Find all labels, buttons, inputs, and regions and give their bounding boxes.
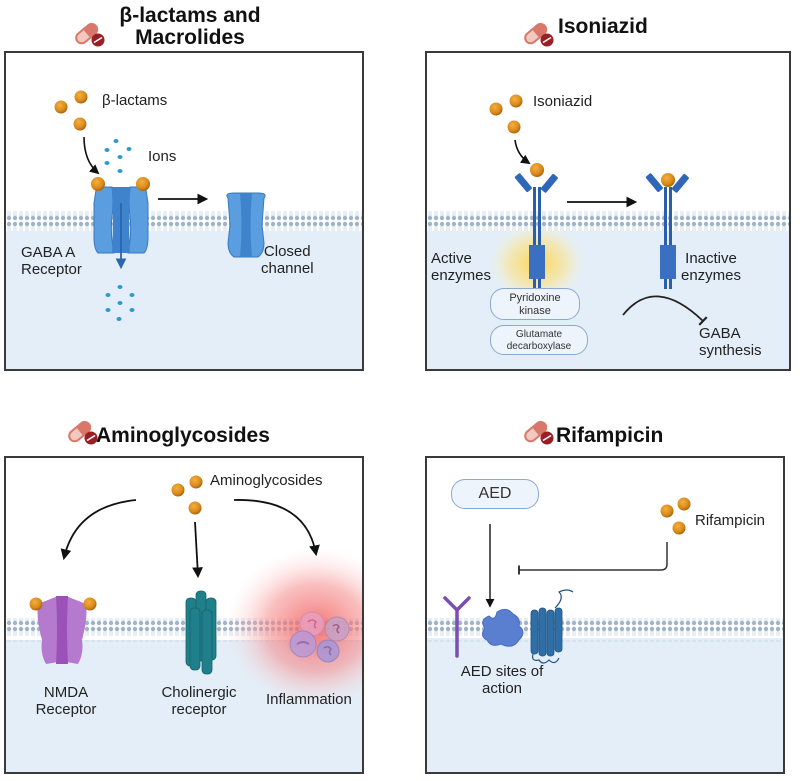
cell-membrane xyxy=(427,209,789,233)
nmda-receptor-label: NMDA Receptor xyxy=(26,684,106,718)
drug-label: Aminoglycosides xyxy=(210,472,323,489)
label-line: Glutamate xyxy=(515,329,563,340)
drug-label: β-lactams xyxy=(102,92,168,109)
panel-rifampicin: AED Rifampicin AED sites of action xyxy=(425,456,785,774)
arrow-to-inflammation xyxy=(233,499,320,557)
drug-particles-icon xyxy=(54,90,88,131)
cell-membrane xyxy=(6,209,362,233)
closed-channel-icon xyxy=(226,192,266,258)
arrow-to-nmda xyxy=(60,499,137,561)
label-line: channel xyxy=(261,260,314,277)
label-line: Pyridoxine xyxy=(509,292,561,304)
label-line: Receptor xyxy=(21,261,82,278)
label-line: Receptor xyxy=(35,701,97,718)
nmda-receptor-icon xyxy=(29,596,97,664)
gaba-synthesis-label: GABA synthesis xyxy=(699,325,762,359)
glutamate-decarboxylase-box: Glutamate decarboxylase xyxy=(490,325,588,355)
ion-dots-icon xyxy=(105,285,135,321)
pill-capsule-icon xyxy=(68,420,98,445)
inactive-enzymes-label: Inactive enzymes xyxy=(681,250,741,284)
panel-beta-lactams: β-lactams Ions GABA A Receptor Closed ch… xyxy=(4,51,364,371)
pyridoxine-kinase-box: Pyridoxine kinase xyxy=(490,288,580,320)
label-line: decarboxylase xyxy=(506,341,572,352)
label-line: Closed xyxy=(263,243,311,260)
gpcr-receptor-icon xyxy=(530,589,574,664)
panel-title-line1: β-lactams and xyxy=(119,4,261,27)
cholinergic-receptor-label: Cholinergic receptor xyxy=(154,684,244,718)
pill-capsule-icon xyxy=(75,22,105,47)
label-line: synthesis xyxy=(699,342,762,359)
cytoplasm xyxy=(6,231,362,369)
panel-title-isoniazid: Isoniazid xyxy=(558,15,648,38)
label-line: AED sites of xyxy=(460,663,544,680)
pill-capsule-icon xyxy=(524,22,554,47)
inhibition-line xyxy=(518,542,668,575)
aed-box: AED xyxy=(451,479,539,509)
drug-particles-icon xyxy=(489,94,523,134)
gaba-a-receptor-icon xyxy=(91,177,150,270)
label-line: receptor xyxy=(171,701,227,718)
label-line: enzymes xyxy=(681,267,742,284)
label-line: GABA A xyxy=(21,244,76,261)
inflammation-glow xyxy=(226,548,362,708)
ion-dots-icon xyxy=(104,139,132,173)
active-enzyme-icon xyxy=(514,163,558,291)
y-receptor-icon xyxy=(443,596,471,658)
cytoplasm xyxy=(427,638,783,772)
aed-sites-label: AED sites of action xyxy=(447,663,557,697)
binding-arrow xyxy=(83,136,100,175)
panel-title-aminoglycosides: Aminoglycosides xyxy=(96,424,270,447)
panel-aminoglycosides: Aminoglycosides NMDA Receptor Cholinergi… xyxy=(4,456,364,774)
cell-membrane xyxy=(427,618,783,642)
arrow-to-cholinergic xyxy=(192,521,203,579)
label-line: Inactive xyxy=(685,250,737,267)
label-line: kinase xyxy=(519,305,551,317)
label-line: NMDA xyxy=(43,684,89,701)
panel-title-beta-lactams: β-lactams and Macrolides xyxy=(110,5,270,49)
binding-arrow xyxy=(514,139,531,165)
inflammation-label: Inflammation xyxy=(266,691,352,708)
inactive-enzyme-icon xyxy=(645,173,689,289)
label-line: Cholinergic xyxy=(161,684,237,701)
drug-label: Isoniazid xyxy=(533,93,593,110)
drug-particles-icon xyxy=(171,475,203,515)
label-line: action xyxy=(481,680,523,697)
panel-isoniazid: Isoniazid Active enzymes Inactive enzyme… xyxy=(425,51,791,371)
enzyme-blob-icon xyxy=(481,608,524,647)
cholinergic-receptor-icon xyxy=(185,590,217,675)
cytoplasm xyxy=(427,231,789,369)
drug-label: Rifampicin xyxy=(695,512,766,529)
immune-cells-icon xyxy=(289,611,350,663)
drug-particles-icon xyxy=(660,497,691,535)
panel-title-line2: Macrolides xyxy=(135,26,245,49)
inhibition-arc xyxy=(622,295,708,326)
pill-capsule-icon xyxy=(524,420,554,445)
ions-label: Ions xyxy=(148,148,177,165)
label-line: Active xyxy=(431,250,472,267)
label-line: GABA xyxy=(699,325,741,342)
label-line: enzymes xyxy=(431,267,492,284)
panel-title-rifampicin: Rifampicin xyxy=(556,424,664,447)
active-enzymes-label: Active enzymes xyxy=(431,250,491,284)
closed-channel-label: Closed channel xyxy=(261,243,314,277)
gaba-a-receptor-label: GABA A Receptor xyxy=(21,244,82,278)
